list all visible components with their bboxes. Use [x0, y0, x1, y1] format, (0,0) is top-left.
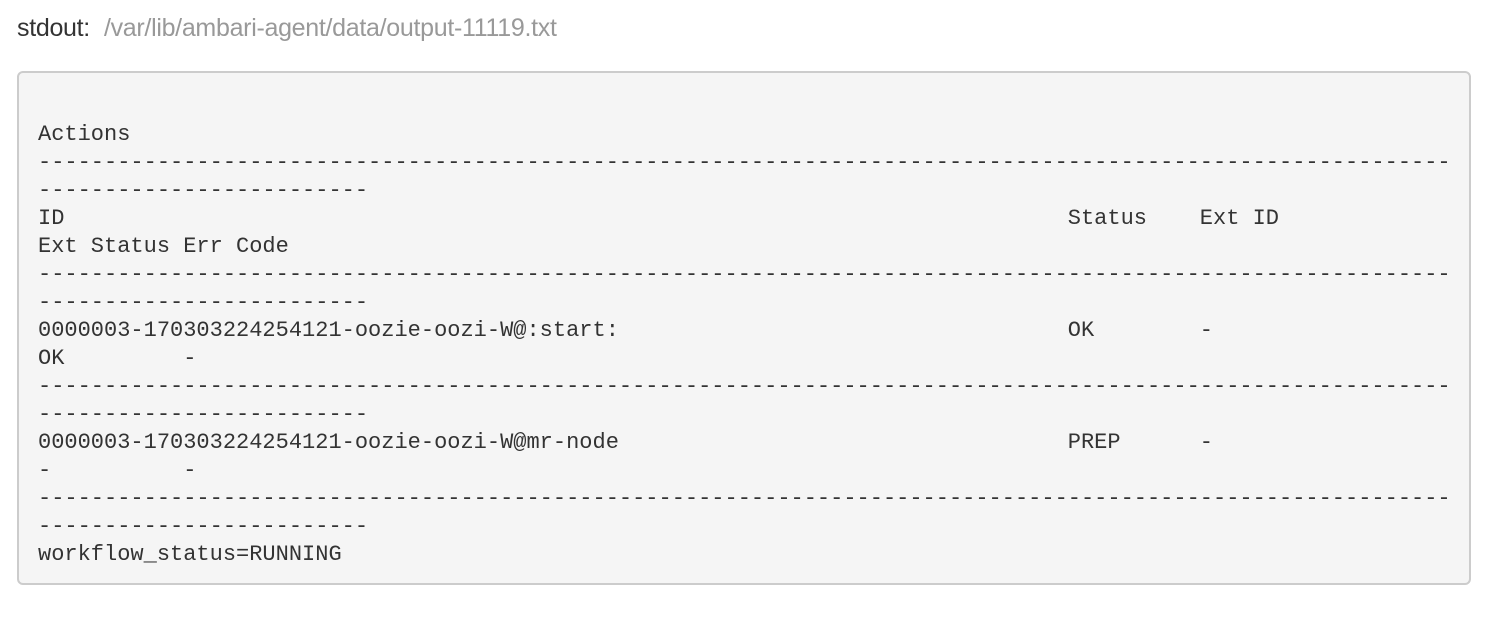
output-line-separator-wrap: ------------------------- [38, 514, 369, 539]
output-line-separator-wrap: ------------------------- [38, 178, 369, 203]
output-line-action-start-wrap: OK - [38, 346, 197, 371]
output-line-action-start: 0000003-170303224254121-oozie-oozi-W@:st… [38, 318, 1213, 343]
output-line-workflow-status: workflow_status=RUNNING [38, 542, 342, 567]
output-line-action-mr-node: 0000003-170303224254121-oozie-oozi-W@mr-… [38, 430, 1213, 455]
output-line-separator: ----------------------------------------… [38, 150, 1451, 175]
output-file-path: /var/lib/ambari-agent/data/output-11119.… [103, 14, 557, 42]
output-line-actions-title: Actions [38, 122, 131, 147]
output-line-action-mr-node-wrap: - - [38, 458, 197, 483]
stdout-content: Actions---------------------------------… [38, 121, 1451, 569]
stdout-output-box[interactable]: Actions---------------------------------… [17, 71, 1471, 585]
output-line-column-header-wrap: Ext Status Err Code [38, 234, 289, 259]
stdout-header: stdout: /var/lib/ambari-agent/data/output… [17, 14, 557, 43]
output-line-separator: ----------------------------------------… [38, 262, 1451, 287]
output-line-column-header: ID Status Ext ID [38, 206, 1280, 231]
output-line-separator: ----------------------------------------… [38, 374, 1451, 399]
output-line-separator-wrap: ------------------------- [38, 290, 369, 315]
stdout-label: stdout: [17, 14, 90, 42]
output-line-separator: ----------------------------------------… [38, 486, 1451, 511]
output-line-separator-wrap: ------------------------- [38, 402, 369, 427]
